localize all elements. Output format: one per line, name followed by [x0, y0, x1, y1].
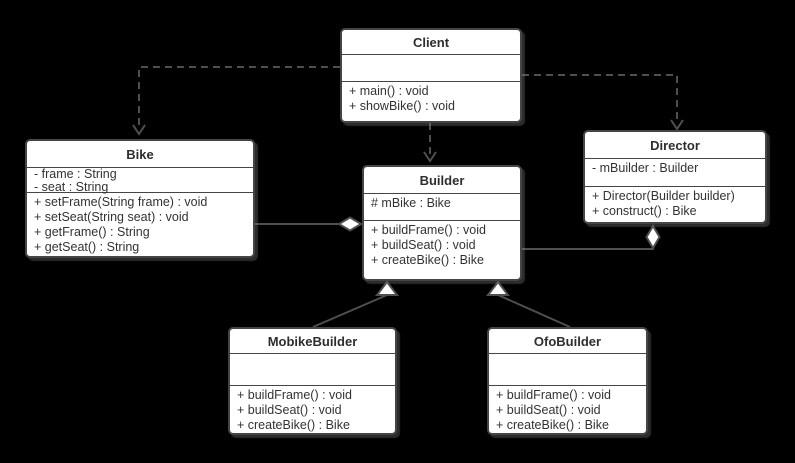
class-box-director: Director - mBuilder : Builder + Director… [583, 130, 767, 224]
aggregation-link-director-builder [522, 224, 661, 250]
methods-section: + buildFrame() : void+ buildSeat() : voi… [364, 221, 520, 279]
dependency-arrow-client-to-builder [423, 123, 437, 163]
attributes-section: # mBike : Bike [364, 194, 520, 221]
member-line: + getSeat() : String [34, 240, 140, 254]
class-title: Builder [364, 167, 520, 194]
class-box-builder: Builder # mBike : Bike + buildFrame() : … [362, 165, 522, 281]
attributes-section: - frame : String- seat : String [27, 168, 253, 193]
class-box-mobikebuilder: MobikeBuilder + buildFrame() : void+ bui… [228, 327, 397, 435]
member-line: + buildFrame() : void [371, 223, 486, 237]
class-box-bike: Bike - frame : String- seat : String + s… [25, 139, 255, 258]
methods-section: + buildFrame() : void+ buildSeat() : voi… [230, 386, 395, 433]
member-line: + construct() : Bike [592, 204, 697, 218]
aggregation-link-builder-bike [255, 216, 363, 232]
class-title: Director [585, 132, 765, 159]
member-line: + buildSeat() : void [371, 238, 476, 252]
dependency-arrow-client-to-bike [132, 66, 340, 136]
member-line: + buildFrame() : void [496, 388, 611, 402]
member-line: - seat : String [34, 179, 109, 194]
class-title: OfoBuilder [489, 329, 646, 354]
member-line: + main() : void [349, 84, 429, 98]
member-line: - mBuilder : Builder [592, 161, 699, 175]
attributes-section [342, 55, 520, 82]
member-line: + createBike() : Bike [496, 418, 609, 432]
attributes-section [489, 354, 646, 386]
member-line: + buildSeat() : void [237, 403, 342, 417]
attributes-section: - mBuilder : Builder [585, 159, 765, 187]
generalization-arrow-ofobuilder-to-builder [485, 280, 571, 328]
member-line: + createBike() : Bike [371, 253, 484, 267]
dependency-arrow-client-to-director [522, 74, 684, 131]
class-box-ofobuilder: OfoBuilder + buildFrame() : void+ buildS… [487, 327, 648, 435]
member-line: # mBike : Bike [371, 196, 451, 210]
class-title: MobikeBuilder [230, 329, 395, 354]
methods-section: + Director(Builder builder)+ construct()… [585, 187, 765, 222]
member-line: + createBike() : Bike [237, 418, 350, 432]
member-line: - frame : String [34, 167, 117, 181]
member-line: + getFrame() : String [34, 225, 150, 239]
methods-section: + buildFrame() : void+ buildSeat() : voi… [489, 386, 646, 433]
class-box-client: Client + main() : void+ showBike() : voi… [340, 28, 522, 123]
generalization-arrow-mobikebuilder-to-builder [312, 280, 400, 328]
methods-section: + setFrame(String frame) : void+ setSeat… [27, 193, 253, 256]
member-line: + showBike() : void [349, 99, 455, 113]
class-title: Bike [27, 141, 253, 168]
attributes-section [230, 354, 395, 386]
member-line: + Director(Builder builder) [592, 189, 735, 203]
member-line: + buildSeat() : void [496, 403, 601, 417]
methods-section: + main() : void+ showBike() : void [342, 82, 520, 121]
member-line: + setFrame(String frame) : void [34, 195, 208, 209]
member-line: + setSeat(String seat) : void [34, 210, 189, 224]
class-title: Client [342, 30, 520, 55]
member-line: + buildFrame() : void [237, 388, 352, 402]
